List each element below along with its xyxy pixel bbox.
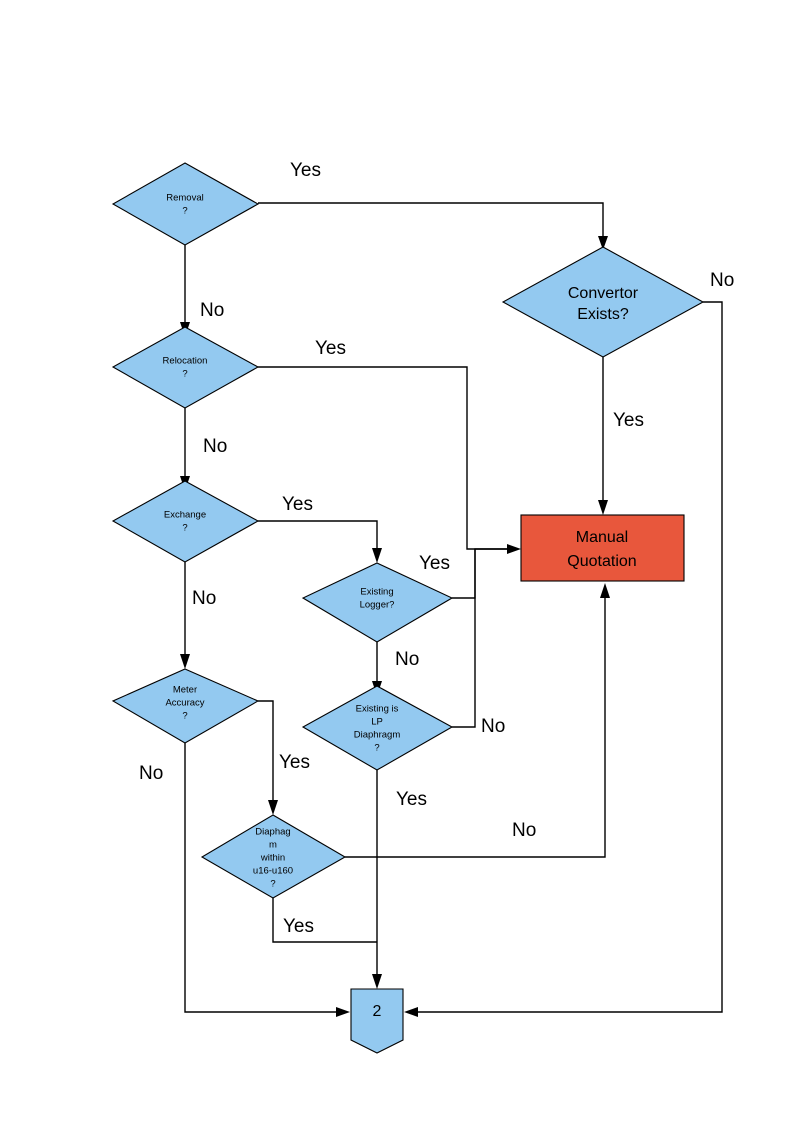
edge-label-exchange-no: No (192, 588, 216, 609)
manual-quotation-label-line-1: Manual (576, 529, 628, 546)
arrow-exchange-yes (372, 548, 382, 563)
manual-quotation-box[interactable] (520, 514, 685, 582)
node-exchange[interactable]: Exchange ? (111, 480, 260, 563)
existing-logger-diamond[interactable] (301, 562, 454, 643)
existing-lp-label-line-3: Diaphragm (354, 730, 401, 741)
connector-2-label: 2 (373, 1003, 382, 1020)
edge-label-logger-yes: Yes (419, 553, 450, 574)
meter-accuracy-label-line-3: ? (182, 711, 187, 722)
arrow-meter-accuracy-yes (268, 800, 278, 815)
removal-label-line-2: ? (182, 206, 187, 217)
convertor-exists-label-line-2: Exists? (577, 306, 629, 323)
node-existing-lp-diaphragm[interactable]: Existing is LP Diaphragm ? (301, 685, 454, 771)
relocation-label-line-2: ? (182, 369, 187, 380)
relocation-diamond[interactable] (111, 326, 260, 409)
existing-lp-label-line-1: Existing is (356, 704, 399, 715)
edge-label-convertor-yes: Yes (613, 410, 644, 431)
node-relocation[interactable]: Relocation ? (111, 326, 260, 409)
arrow-convertor-no (404, 1007, 418, 1017)
exchange-label-line-2: ? (182, 523, 187, 534)
meter-accuracy-label-line-1: Meter (173, 685, 197, 696)
connector-2-shape[interactable] (350, 988, 404, 1054)
relocation-label-line-1: Relocation (163, 356, 208, 367)
edge-convertor-no (414, 301, 723, 1013)
edge-label-relocation-yes: Yes (315, 338, 346, 359)
meter-accuracy-diamond[interactable] (111, 668, 260, 744)
arrow-exchange-no (180, 654, 190, 669)
arrow-relocation-yes (507, 544, 521, 554)
edge-label-exchange-yes: Yes (282, 494, 313, 515)
diaphragm-size-label-line-3: within (260, 853, 285, 864)
node-manual-quotation[interactable]: Manual Quotation (520, 514, 685, 582)
arrow-diaphragm-no (600, 583, 610, 598)
convertor-exists-diamond[interactable] (501, 246, 705, 358)
edge-label-removal-no: No (200, 300, 224, 321)
edge-label-logger-no: No (395, 649, 419, 670)
edge-label-convertor-no: No (710, 270, 734, 291)
edge-meter-accuracy-yes (258, 700, 274, 805)
edge-label-relocation-no: No (203, 436, 227, 457)
node-connector-2[interactable]: 2 (350, 988, 404, 1054)
convertor-exists-label-line-1: Convertor (568, 285, 639, 302)
existing-logger-label-line-2: Logger? (360, 600, 395, 611)
diaphragm-size-label-line-5: ? (270, 879, 275, 890)
removal-label-line-1: Removal (166, 193, 204, 204)
exchange-label-line-1: Exchange (164, 510, 206, 521)
edge-diaphragm-yes (272, 898, 377, 943)
existing-logger-label-line-1: Existing (360, 587, 393, 598)
removal-diamond[interactable] (111, 162, 260, 246)
edge-label-diaphragm-no: No (512, 820, 536, 841)
diaphragm-size-label-line-1: Diaphag (255, 827, 290, 838)
edge-meter-accuracy-no (184, 743, 340, 1013)
arrow-existing-lp-yes (372, 974, 382, 989)
node-convertor-exists[interactable]: Convertor Exists? (501, 246, 705, 358)
edge-label-existing-lp-no: No (481, 716, 505, 737)
diaphragm-size-label-line-2: m (269, 840, 277, 851)
node-meter-accuracy[interactable]: Meter Accuracy ? (111, 668, 260, 744)
node-existing-logger[interactable]: Existing Logger? (301, 562, 454, 643)
edge-label-removal-yes: Yes (290, 160, 321, 181)
existing-lp-label-line-2: LP (371, 717, 383, 728)
edge-diaphragm-no (345, 593, 606, 858)
node-diaphragm-size[interactable]: Diaphag m within u16-u160 ? (200, 814, 347, 899)
edge-label-existing-lp-yes: Yes (396, 789, 427, 810)
manual-quotation-label-line-2: Quotation (567, 553, 636, 570)
arrow-meter-accuracy-no (336, 1007, 350, 1017)
edge-label-meter-accuracy-yes: Yes (279, 752, 310, 773)
edge-label-diaphragm-yes: Yes (283, 916, 314, 937)
existing-lp-label-line-4: ? (374, 743, 379, 754)
edge-logger-yes (452, 548, 512, 599)
diaphragm-size-diamond[interactable] (200, 814, 347, 899)
node-removal[interactable]: Removal ? (111, 162, 260, 246)
edge-label-meter-accuracy-no: No (139, 763, 163, 784)
existing-lp-diaphragm-diamond[interactable] (301, 685, 454, 771)
edge-exchange-yes (258, 520, 378, 553)
edge-existing-lp-no (452, 549, 476, 728)
arrow-removal-yes (598, 236, 608, 250)
edge-removal-yes (258, 202, 604, 241)
arrow-convertor-yes (598, 500, 608, 515)
exchange-diamond[interactable] (111, 480, 260, 563)
diaphragm-size-label-line-4: u16-u160 (253, 866, 293, 877)
meter-accuracy-label-line-2: Accuracy (165, 698, 204, 709)
